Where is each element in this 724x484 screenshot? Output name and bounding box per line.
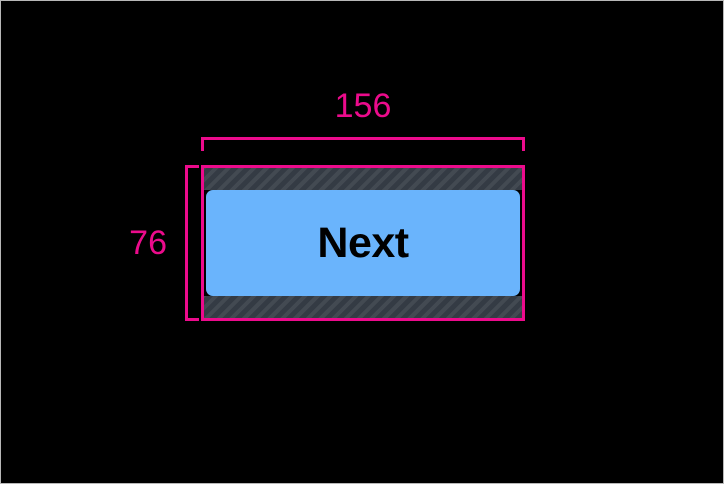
width-dimension-bracket: [201, 131, 525, 151]
next-button[interactable]: Next: [206, 190, 520, 296]
height-dimension-label: 76: [129, 224, 167, 262]
height-bracket-tick-top: [185, 165, 199, 168]
margin-hatch-band-bottom: [204, 296, 522, 318]
height-bracket-line: [185, 165, 188, 321]
width-dimension-label: 156: [334, 87, 392, 125]
width-bracket-line: [201, 137, 525, 140]
element-selection-outline: [201, 165, 525, 321]
width-bracket-tick-left: [201, 137, 204, 151]
element-box-stack: Next: [204, 168, 522, 318]
width-bracket-tick-right: [522, 137, 525, 151]
height-bracket-tick-bottom: [185, 318, 199, 321]
height-dimension-bracket: [179, 165, 199, 321]
margin-hatch-band-top: [204, 168, 522, 190]
